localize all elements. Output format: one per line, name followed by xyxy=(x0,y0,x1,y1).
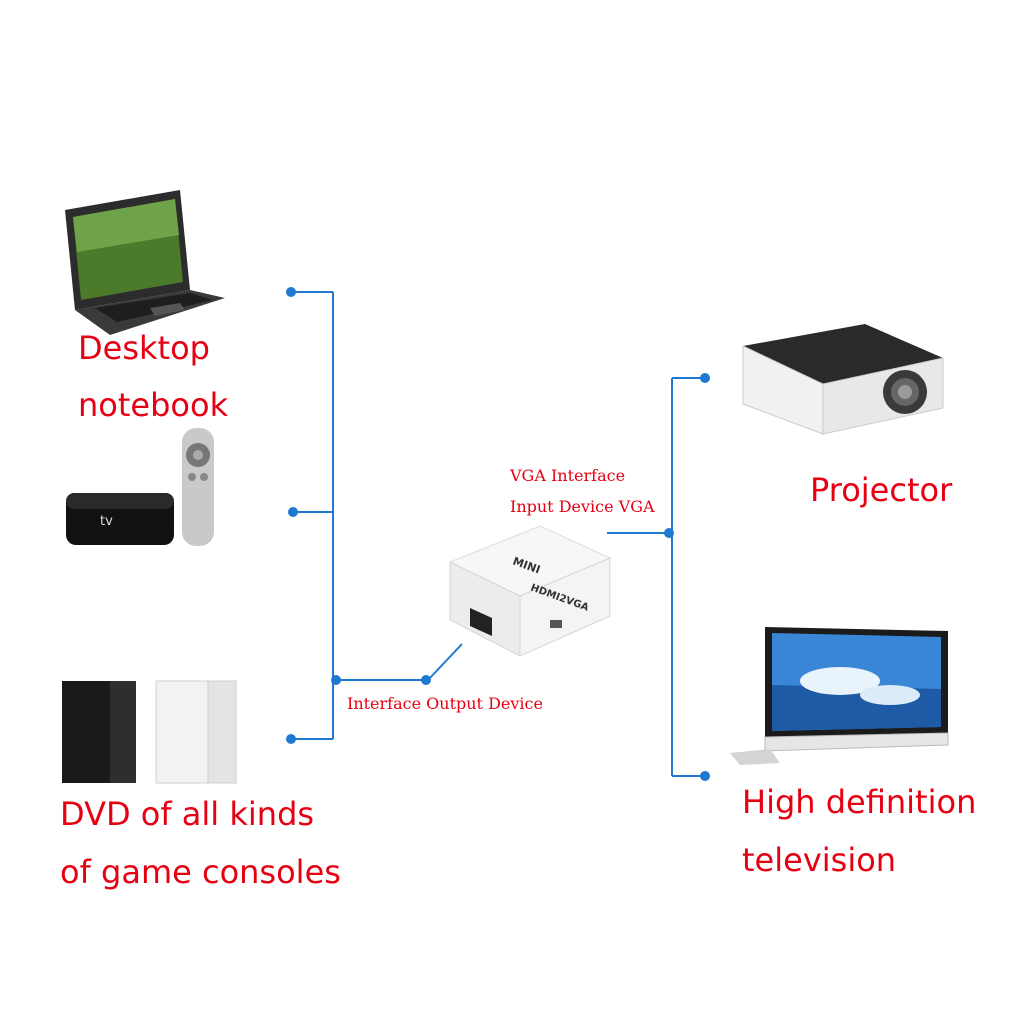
game-console-icon xyxy=(62,680,237,784)
converter-box-icon: MINI HDMI2VGA xyxy=(448,525,612,657)
node-vga-junction xyxy=(664,528,674,538)
wire-converter-diag xyxy=(427,643,463,681)
desktop-label-line1: Desktop xyxy=(78,329,210,367)
projector-icon xyxy=(742,324,944,435)
node-laptop xyxy=(286,287,296,297)
notebook-label: notebook xyxy=(78,385,228,425)
projector-label: Projector xyxy=(810,471,953,509)
desktop-label-line2: notebook xyxy=(78,386,229,424)
node-consoles xyxy=(286,734,296,744)
consoles-label-line1: DVD of all kinds xyxy=(60,795,315,833)
node-converter-in xyxy=(421,675,431,685)
consoles-label-line2: of game consoles xyxy=(60,853,341,891)
tv-label-line2: television xyxy=(742,841,897,879)
vga-interface-label: VGA Interface xyxy=(510,466,626,485)
laptop-icon xyxy=(65,190,225,335)
svg-text:tv: tv xyxy=(100,514,113,529)
node-projector xyxy=(700,373,710,383)
node-appletv xyxy=(288,507,298,517)
vga-input-device-label: Input Device VGA xyxy=(510,497,655,516)
tv-label-line1: High definition xyxy=(742,783,977,821)
desktop-label: Desktop xyxy=(78,328,210,368)
tv-monitor-icon xyxy=(730,627,949,765)
output-device-label: Interface Output Device xyxy=(347,694,543,713)
apple-tv-icon: tv xyxy=(66,428,214,546)
node-tv xyxy=(700,771,710,781)
node-bus-junction xyxy=(331,675,341,685)
